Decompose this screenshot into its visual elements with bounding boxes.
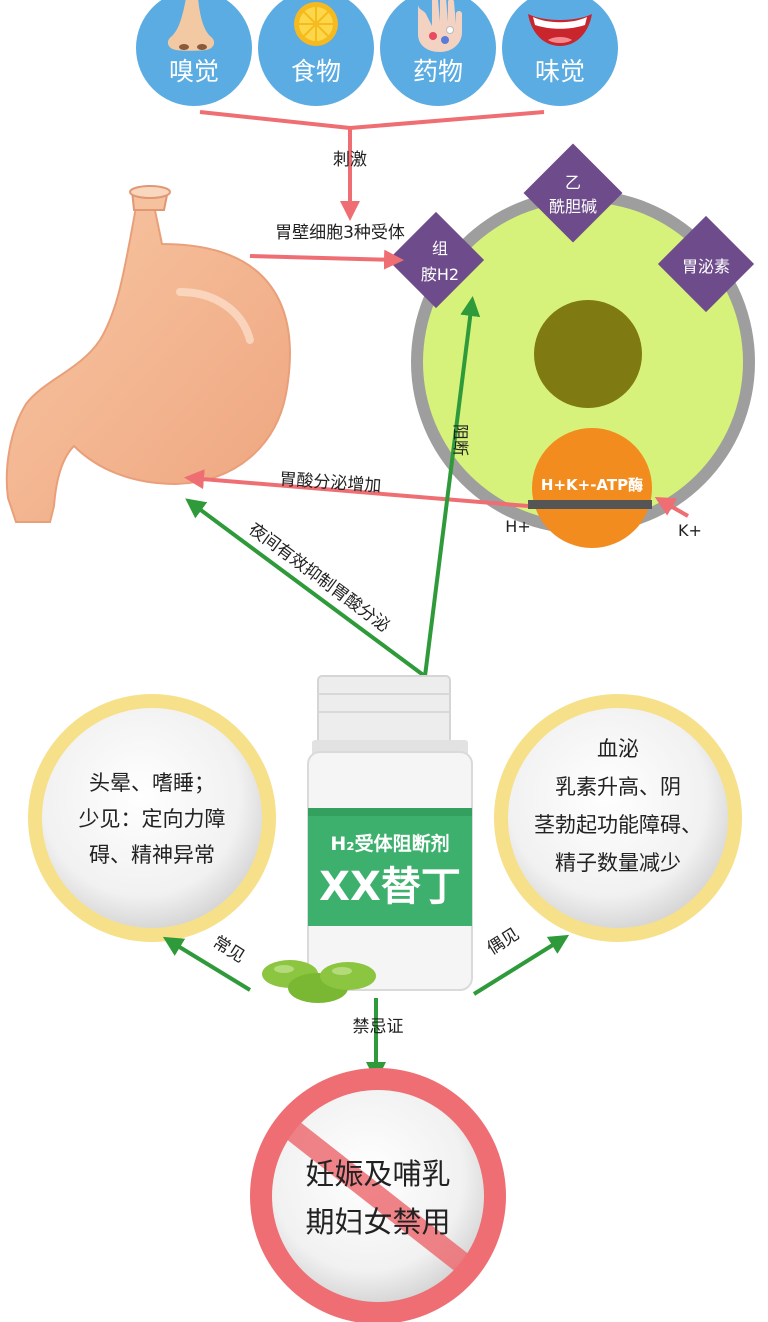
receptor-label: 酰胆碱 bbox=[549, 197, 597, 216]
receptor-gastrin: 胃泌素 bbox=[657, 215, 755, 313]
receptor-acetylcholine: 乙 酰胆碱 bbox=[523, 143, 623, 243]
nucleus bbox=[534, 300, 642, 408]
drug-bottle: H₂受体阻断剂 XX替丁 bbox=[307, 675, 473, 991]
contraindication-label: 禁忌证 bbox=[353, 1017, 404, 1037]
pump-label: H+K+-ATP酶 bbox=[541, 476, 643, 494]
receptor-histamine: 组 胺H2 bbox=[387, 211, 485, 309]
stimulus-row: 嗅觉 食物 药物 bbox=[136, 0, 618, 106]
pills-in-hand-icon bbox=[418, 0, 462, 52]
drug-name: XX替丁 bbox=[319, 864, 461, 910]
acid-arrow-label: 胃酸分泌增加 bbox=[279, 469, 382, 496]
stimulus-food: 食物 bbox=[258, 0, 374, 106]
stimulus-drug: 药物 bbox=[380, 0, 496, 106]
k-ion-label: K+ bbox=[678, 521, 702, 540]
receptor-label: 乙 bbox=[565, 173, 581, 192]
stomach-illustration bbox=[5, 185, 291, 523]
occasional-label: 偶见 bbox=[484, 924, 523, 959]
receptor-label: 胃泌素 bbox=[682, 257, 730, 276]
common-side-effects: 头晕、嗜睡； 少见：定向力障 碍、精神异常 bbox=[28, 694, 276, 942]
prohibition-line: 期妇女禁用 bbox=[305, 1205, 450, 1239]
prohibition-sign: 妊娠及哺乳 期妇女禁用 bbox=[250, 1068, 506, 1322]
side-effect-line: 少见：定向力障 bbox=[79, 807, 226, 831]
prohibition-line: 妊娠及哺乳 bbox=[305, 1157, 450, 1191]
parietal-cell: 组 胺H2 乙 酰胆碱 胃泌素 H+K+-ATP酶 H+ K+ bbox=[387, 143, 755, 548]
contraindication-arrow: 禁忌证 bbox=[353, 998, 404, 1082]
receptor-arrow: 胃壁细胞3种受体 bbox=[249, 223, 405, 270]
block-label: 阻断 bbox=[451, 424, 470, 456]
nose-icon bbox=[167, 0, 215, 51]
stimulus-label: 嗅觉 bbox=[169, 57, 219, 86]
stimulus-label: 食物 bbox=[291, 57, 341, 86]
side-effect-line: 血泌 bbox=[597, 737, 639, 761]
occasional-arrow: 偶见 bbox=[472, 924, 570, 996]
proton-pump: H+K+-ATP酶 bbox=[528, 428, 652, 548]
side-effect-line: 茎勃起功能障碍、 bbox=[534, 813, 702, 837]
h-ion-label: H+ bbox=[505, 517, 530, 536]
lemon-icon bbox=[294, 2, 338, 46]
stimulus-arrow: 刺激 bbox=[199, 110, 545, 221]
side-effect-line: 乳素升高、阴 bbox=[555, 775, 681, 799]
drug-label-panel bbox=[308, 808, 472, 926]
stimulus-label: 药物 bbox=[413, 57, 463, 86]
stimulus-label: 味觉 bbox=[535, 57, 585, 86]
side-effect-line: 头晕、嗜睡； bbox=[89, 771, 215, 795]
night-arrow-label: 夜间有效抑制胃酸分泌 bbox=[245, 519, 394, 636]
prohibition-slash bbox=[279, 1117, 477, 1277]
night-arrow: 夜间有效抑制胃酸分泌 bbox=[185, 498, 432, 682]
pills-icon bbox=[262, 960, 376, 1003]
occasional-side-effects: 血泌 乳素升高、阴 茎勃起功能障碍、 精子数量减少 bbox=[494, 694, 742, 942]
common-arrow: 常见 bbox=[162, 932, 252, 992]
stimulate-label: 刺激 bbox=[333, 150, 367, 170]
stimulus-taste: 味觉 bbox=[502, 0, 618, 106]
mouth-icon bbox=[528, 14, 592, 46]
receptor-label: 胺H2 bbox=[421, 265, 459, 284]
receptor-arrow-label: 胃壁细胞3种受体 bbox=[275, 223, 405, 243]
block-arrow: 阻断 bbox=[423, 296, 481, 677]
drug-class: H₂受体阻断剂 bbox=[330, 832, 449, 855]
stimulus-smell: 嗅觉 bbox=[136, 0, 252, 106]
side-effect-line: 碍、精神异常 bbox=[89, 843, 215, 867]
receptor-label: 组 bbox=[432, 239, 448, 258]
common-label: 常见 bbox=[209, 932, 248, 967]
side-effect-line: 精子数量减少 bbox=[555, 851, 681, 875]
